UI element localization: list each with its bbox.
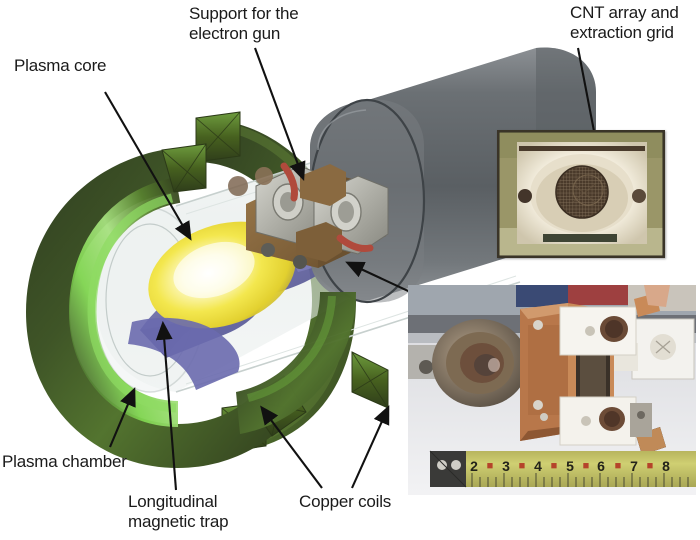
arrow-plasma-core [104,91,192,241]
svg-text:■: ■ [647,460,654,472]
arrow-plasma-chamber [109,387,136,448]
cnt-array-photo [497,130,665,258]
svg-text:■: ■ [551,460,558,472]
ruler-tick-7: 7 [630,458,638,474]
svg-text:■: ■ [583,460,590,472]
measuring-tape: 2 3 4 5 6 7 8 ■ ■ ■ ■ ■ ■ [429,450,696,488]
label-support-electron-gun: Support for the electron gun [189,4,299,43]
ruler-tick-3: 3 [502,458,510,474]
ceramic-block-upper [559,306,637,356]
copper-coil-rear-front-arc [236,292,389,434]
vacuum-flange [408,319,528,407]
ruler-tick-4: 4 [534,458,542,474]
label-longitudinal-magnetic-trap: Longitudinal magnetic trap [128,492,229,531]
label-copper-coils: Copper coils [299,492,392,511]
electron-gun-assembly [228,162,389,269]
arrow-copper-coils-left [260,405,323,489]
label-plasma-chamber: Plasma chamber [2,452,127,471]
svg-text:■: ■ [519,460,526,472]
ruler-tick-5: 5 [566,458,574,474]
finger [644,285,670,307]
ruler-tick-2: 2 [470,458,478,474]
svg-text:■: ■ [615,460,622,472]
label-plasma-core: Plasma core [14,56,107,75]
arrow-longitudinal-magnetic-trap [155,320,178,491]
electron-gun-photo: 2 3 4 5 6 7 8 ■ ■ ■ ■ ■ ■ [408,285,696,495]
electron-gun-photo-content: 2 3 4 5 6 7 8 ■ ■ ■ ■ ■ ■ [408,285,696,495]
arrow-copper-coils-right [351,405,390,489]
leader-arrows [104,47,610,491]
svg-text:■: ■ [487,460,494,472]
cnt-array-photo-content [499,132,663,256]
ruler-tick-6: 6 [597,458,605,474]
ruler-tick-8: 8 [662,458,670,474]
arrow-support-electron-gun [254,47,306,181]
label-cnt-array-extraction-grid: CNT array and extraction grid [570,3,679,42]
ceramic-block-lower [559,396,637,446]
